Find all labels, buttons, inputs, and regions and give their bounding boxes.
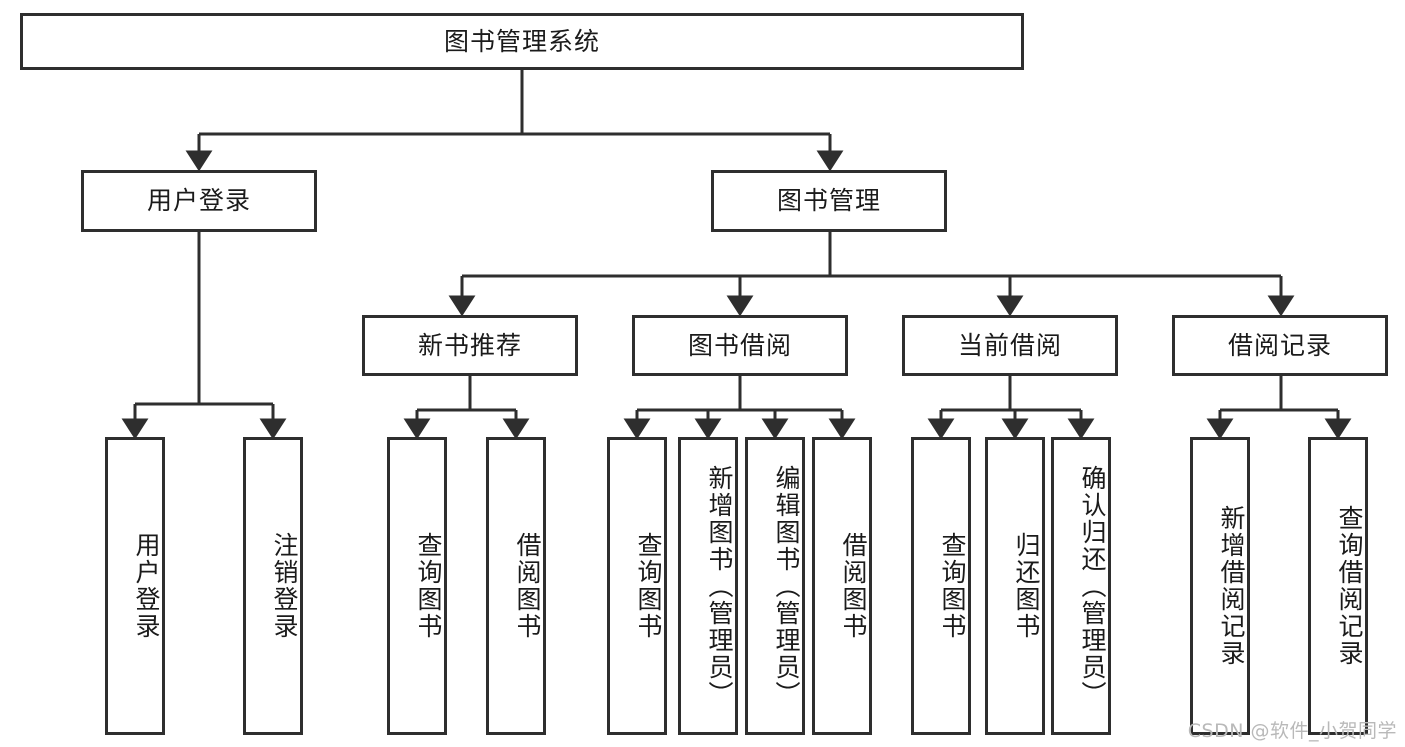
node-current-borrow[interactable]: 当前借阅 [902,315,1118,376]
node-leaf-query-book-2[interactable]: 查询图书 [607,437,667,735]
node-user-login[interactable]: 用户登录 [81,170,317,232]
node-label: 注销登录 [270,532,299,640]
node-leaf-confirm-return[interactable]: 确认归还（管理员） [1051,437,1111,735]
node-leaf-query-book-1[interactable]: 查询图书 [387,437,447,735]
node-book-manage[interactable]: 图书管理 [711,170,947,232]
node-new-book-rec[interactable]: 新书推荐 [362,315,578,376]
node-label: 借阅图书 [513,532,542,640]
node-leaf-borrow-book-2[interactable]: 借阅图书 [812,437,872,735]
node-leaf-user-login[interactable]: 用户登录 [105,437,165,735]
node-label: 新增图书（管理员） [705,464,734,708]
node-label: 借阅图书 [839,532,868,640]
node-label: 图书借阅 [687,330,792,360]
node-book-borrow[interactable]: 图书借阅 [632,315,848,376]
node-label: 借阅记录 [1227,330,1332,360]
node-label: 当前借阅 [957,330,1062,360]
node-system-root[interactable]: 图书管理系统 [20,13,1024,70]
node-leaf-query-record[interactable]: 查询借阅记录 [1308,437,1368,735]
node-label: 图书管理系统 [443,26,600,56]
node-leaf-add-book[interactable]: 新增图书（管理员） [678,437,738,735]
node-label: 图书管理 [776,186,881,215]
node-leaf-return-book[interactable]: 归还图书 [985,437,1045,735]
node-label: 新书推荐 [417,330,522,360]
node-label: 归还图书 [1012,532,1041,640]
csdn-watermark: CSDN @软件_小贺同学 [1187,720,1397,742]
node-leaf-add-record[interactable]: 新增借阅记录 [1190,437,1250,735]
node-label: 编辑图书（管理员） [772,464,801,708]
node-leaf-user-logout[interactable]: 注销登录 [243,437,303,735]
node-label: 确认归还（管理员） [1078,464,1107,708]
node-label: 查询借阅记录 [1335,505,1364,667]
node-label: 用户登录 [146,186,251,215]
node-label: 查询图书 [414,532,443,640]
node-label: 用户登录 [132,532,161,640]
node-leaf-borrow-book-1[interactable]: 借阅图书 [486,437,546,735]
node-label: 新增借阅记录 [1217,505,1246,667]
node-label: 查询图书 [938,532,967,640]
node-leaf-edit-book[interactable]: 编辑图书（管理员） [745,437,805,735]
node-borrow-record[interactable]: 借阅记录 [1172,315,1388,376]
node-label: 查询图书 [634,532,663,640]
node-leaf-query-book-3[interactable]: 查询图书 [911,437,971,735]
